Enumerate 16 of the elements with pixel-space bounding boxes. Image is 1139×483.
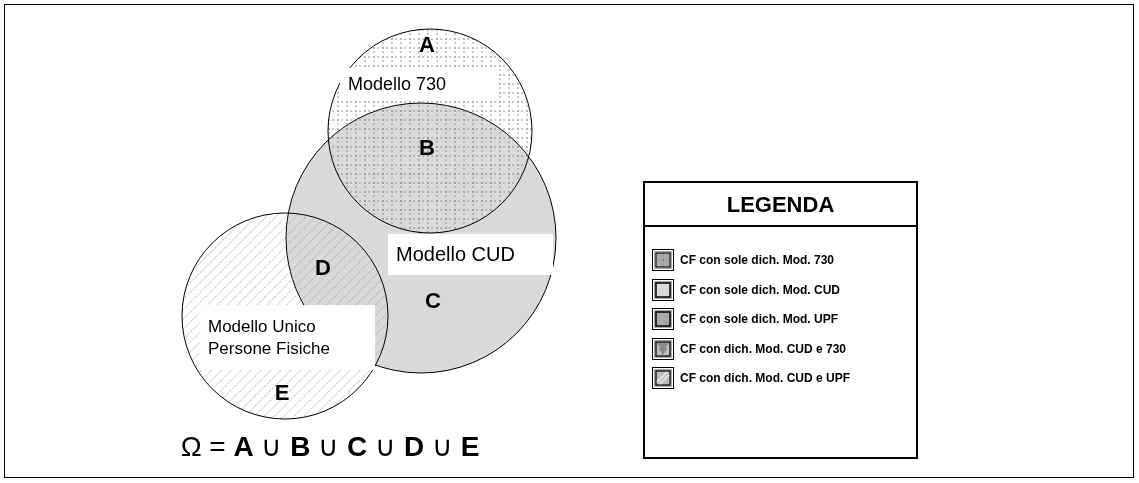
region-letter: D [315,257,331,279]
circle-label: Modello 730 [348,72,448,96]
legend-text: CF con sole dich. Mod. 730 [680,252,835,269]
region-letter: E [274,382,290,404]
region-letter: A [419,34,435,56]
legend-text: CF con sole dich. Mod. CUD [680,281,840,299]
legend-title: LEGENDA [726,190,835,219]
legend-text: CF con sole dich. Mod. UPF [680,311,838,328]
region-letter: C [425,290,441,312]
legend-text: CF con dich. Mod. CUD e 730 [680,340,847,358]
venn-circle [181,212,389,420]
set-formula: Ω = A ∪ B ∪ C ∪ D ∪ E [180,433,480,461]
circle-label: Modello Unico Persone Fisiche [208,316,331,359]
circle-label: Modello CUD [396,242,516,267]
region-letter: B [419,137,435,159]
legend-text: CF con dich. Mod. CUD e UPF [680,370,850,387]
